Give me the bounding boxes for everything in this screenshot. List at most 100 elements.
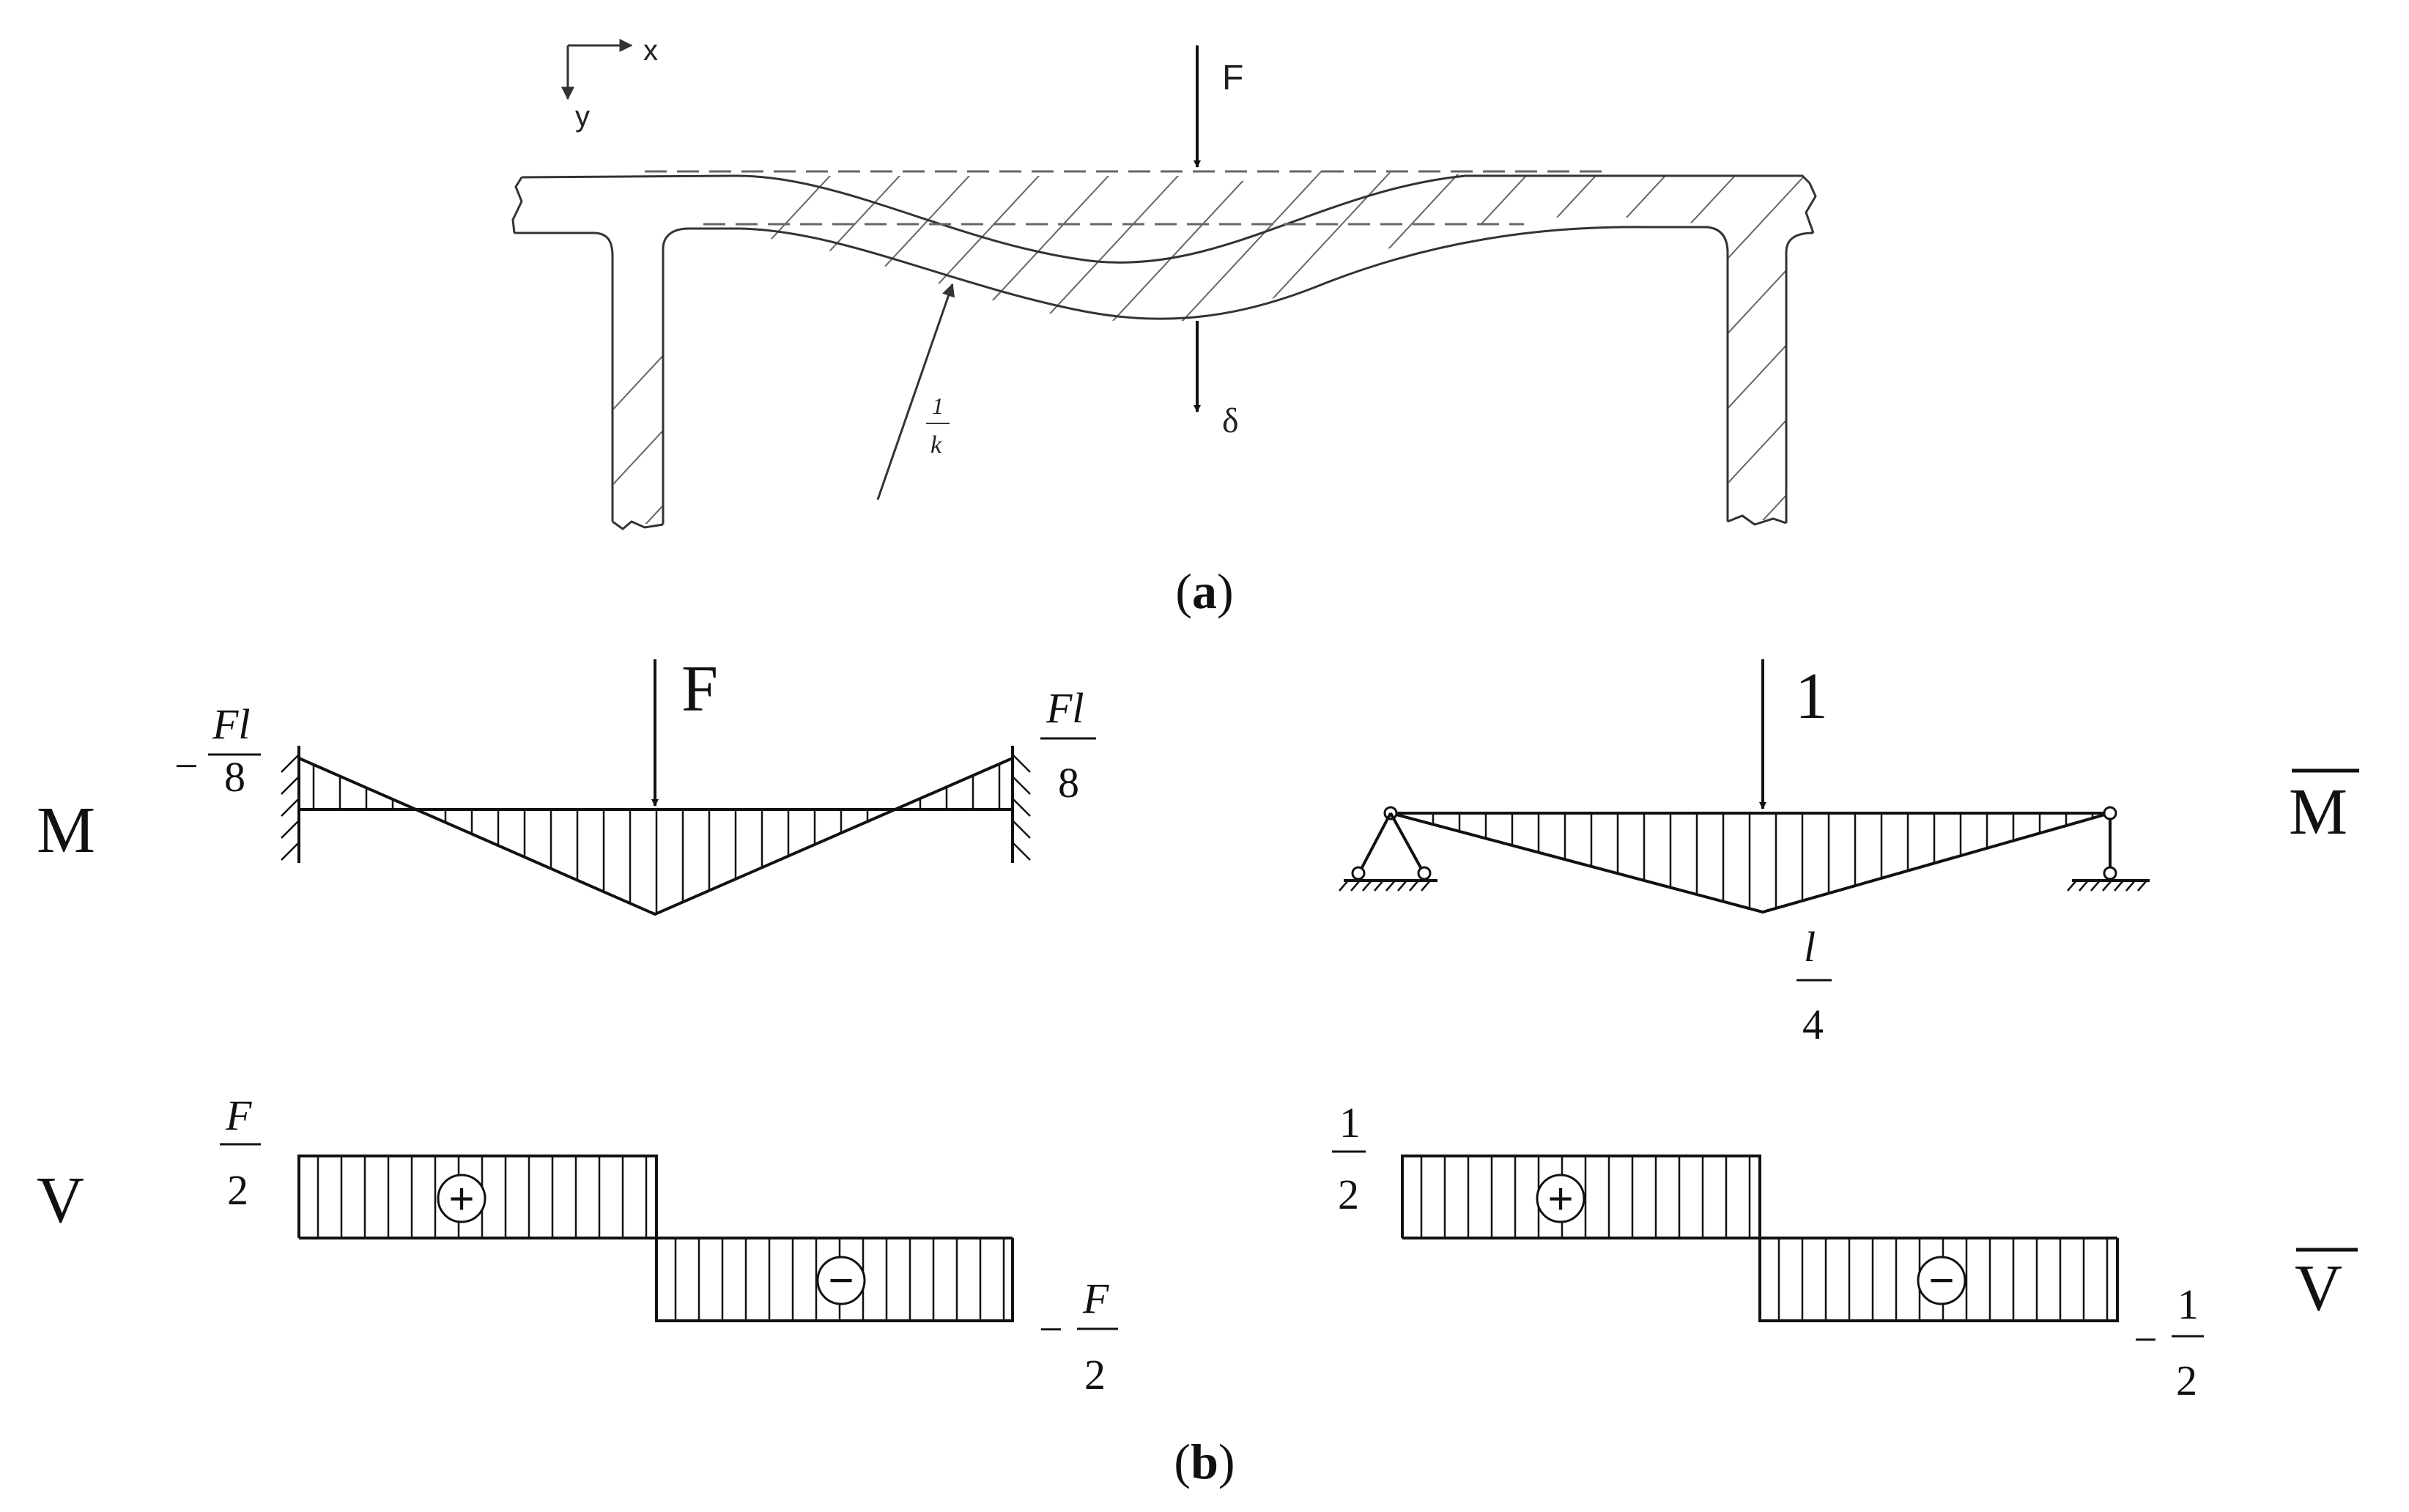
hatch-line (684, 170, 1067, 524)
shear-unit-bottom-num: 1 (2177, 1281, 2199, 1328)
svg-text:+: + (448, 1174, 474, 1223)
hatch-line (1102, 170, 1484, 524)
hatch-line (1520, 170, 1813, 524)
hatch-line (963, 170, 1345, 524)
wall-hatch-line (281, 842, 300, 861)
axis-y-label: y (575, 100, 590, 133)
hatch-line (754, 170, 1136, 524)
shear-real-top-den: 2 (227, 1166, 248, 1214)
load-f-label: F (1222, 59, 1243, 97)
ground-hatch-line (1362, 880, 1372, 892)
hatch-line (1450, 170, 1813, 524)
row-label-v: V (37, 1164, 84, 1237)
hatch-line (1172, 170, 1554, 524)
svg-text:+: + (1547, 1174, 1573, 1223)
hatch-line (1380, 170, 1763, 524)
plate-hatching (514, 147, 2249, 557)
deformed-plate-outline (511, 174, 1817, 530)
shear-unit-negative-sign: − (1917, 1256, 1966, 1305)
hatch-line (1241, 170, 1624, 524)
moment-real-right-den: 8 (1058, 759, 1079, 807)
fixed-support-left (281, 754, 300, 861)
moment-unit-load-label: 1 (1795, 660, 1828, 733)
moment-real-left-num: Fl (212, 700, 251, 748)
shear-unit-positive-sign: + (1536, 1174, 1585, 1223)
fixed-support-right (1012, 754, 1031, 861)
shear-real-top-num: F (225, 1092, 252, 1139)
panel-b-diagrams: M F − Fl 8 Fl 8 (37, 653, 2359, 1489)
ground-hatch-line (2079, 880, 2089, 892)
curvature-den: k (930, 431, 942, 459)
undeformed-plate-dashed (645, 170, 1612, 226)
wall-hatch-line (1012, 798, 1031, 817)
hatch-line (1868, 147, 2249, 557)
ground-hatch-line (2067, 880, 2077, 892)
panel-a-plate-diagram: x y (511, 34, 2249, 619)
pinned-support-left (1339, 806, 1437, 892)
ground-hatch-line (1421, 880, 1431, 892)
roller-support-right (2067, 806, 2150, 892)
moment-real-load-label: F (681, 653, 718, 725)
row-label-m: M (37, 794, 95, 867)
hatch-line (1659, 170, 1813, 524)
hatch-line (1589, 170, 1813, 524)
shear-real-bottom-num: F (1082, 1275, 1109, 1322)
row-label-v-bar: V (2295, 1252, 2342, 1324)
moment-real-hatching (312, 763, 1001, 914)
ground-hatch-line (1374, 880, 1384, 892)
wall-hatch-line (281, 820, 300, 839)
ground-hatch-line (1339, 880, 1349, 892)
wall-hatch-line (281, 798, 300, 817)
ground-hatch-line (2114, 880, 2124, 892)
shear-unit-bottom-den: 2 (2176, 1357, 2197, 1404)
deflection-label: δ (1222, 401, 1239, 440)
coordinate-axes: x y (561, 34, 658, 133)
moment-real-left-den: 8 (224, 753, 245, 801)
shear-real-positive-sign: + (437, 1174, 486, 1223)
svg-text:−: − (1928, 1256, 1954, 1305)
ground-hatch-line (2137, 880, 2147, 892)
curvature-radius: 1 k (876, 283, 955, 500)
shear-real-negative-sign: − (816, 1256, 866, 1305)
shear-unit-top-num: 1 (1339, 1099, 1361, 1146)
ground-hatch-line (1409, 880, 1419, 892)
hatch-line (615, 170, 997, 524)
ground-hatch-line (2125, 880, 2136, 892)
hatch-line (824, 170, 1206, 524)
svg-text:−: − (828, 1256, 854, 1305)
shear-unit-bottom-sign: − (2134, 1316, 2158, 1363)
moment-diagram-unit: 1 l 4 (1339, 659, 2150, 1048)
ground-hatch-line (1350, 880, 1361, 892)
wall-hatch-line (281, 776, 300, 795)
hatch-line (1032, 170, 1415, 524)
wall-hatch-line (281, 754, 300, 773)
hatch-line (893, 170, 1276, 524)
axis-x-label: x (643, 34, 658, 67)
shear-diagram-unit: + − 1 2 − 1 2 (1332, 1099, 2204, 1404)
shear-unit-top-den: 2 (1338, 1171, 1359, 1218)
moment-unit-mid-num: l (1804, 923, 1816, 971)
hatch-line (545, 170, 928, 524)
hatch-line (514, 170, 858, 524)
caption-b: (b) (1174, 1434, 1235, 1489)
row-label-m-bar: M (2289, 776, 2347, 848)
ground-hatch-line (2102, 880, 2112, 892)
shear-real-bottom-sign: − (1039, 1305, 1063, 1353)
shear-real-hatching (317, 1156, 1005, 1321)
wall-hatch-line (1012, 776, 1031, 795)
caption-a: (a) (1175, 563, 1233, 619)
wall-hatch-line (1012, 820, 1031, 839)
moment-unit-hatching (1432, 813, 2094, 909)
ground-hatch-line (2090, 880, 2101, 892)
deflection-arrow: δ (1194, 321, 1239, 440)
ground-hatch-line (1385, 880, 1396, 892)
load-arrow-f: F (1194, 45, 1243, 168)
wall-hatch-line (1012, 842, 1031, 861)
hatch-line (1798, 170, 1813, 524)
shear-real-bottom-den: 2 (1084, 1351, 1106, 1398)
moment-real-right-num: Fl (1046, 684, 1084, 732)
moment-unit-mid-den: 4 (1802, 1001, 1824, 1048)
hatch-line (1311, 170, 1693, 524)
moment-diagram-real: F − Fl 8 Fl 8 (174, 653, 1096, 916)
